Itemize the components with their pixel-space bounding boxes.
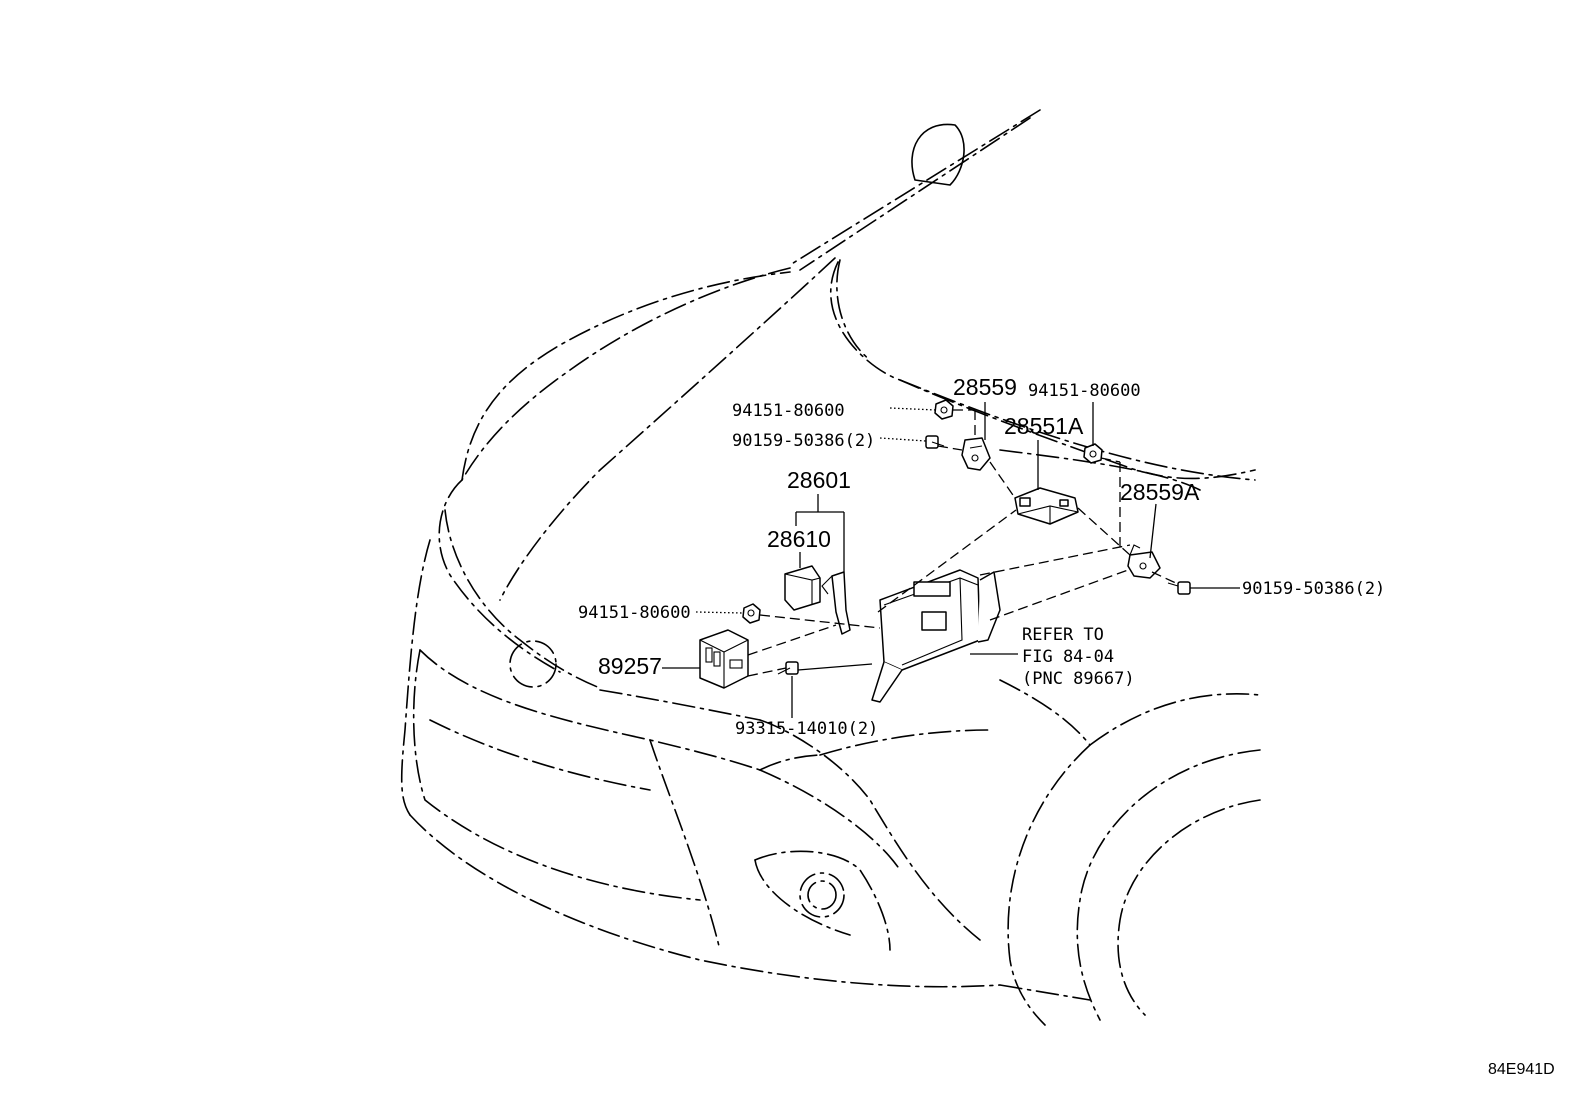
label-refer-line2: FIG 84-04 [1022,647,1114,667]
label-bolt-right: 90159-50386(2) [1242,579,1385,599]
nut-icon [742,603,761,624]
label-bolt-upper-left: 90159-50386(2) [732,431,875,451]
relay-box-part [1014,487,1079,525]
part-labels: 94151-80600 90159-50386(2) 28559 94151-8… [578,374,1385,739]
relay-bracket-part [821,571,851,635]
bolt-icon [1167,581,1191,595]
label-bolt-lower: 93315-14010(2) [735,719,878,739]
label-nut-upper-left: 94151-80600 [732,401,845,421]
label-bracket-upper: 28559 [953,374,1017,400]
label-refer-line3: (PNC 89667) [1022,669,1135,689]
nut-icon [1083,443,1103,464]
ecu-part [871,569,1001,703]
label-refer-line1: REFER TO [1022,625,1104,645]
figure-code: 84E941D [1488,1061,1555,1078]
label-bracket-lower: 28559A [1120,479,1200,505]
nut-icon [934,399,954,420]
label-sensor-module: 89257 [598,653,662,679]
leader-lines [662,402,1240,718]
bolt-icon [925,435,945,449]
label-nut-upper-right: 94151-80600 [1028,381,1141,401]
sensor-module-part [699,629,749,689]
bolt-icon [777,661,799,675]
label-relay-box: 28551A [1004,413,1084,439]
upper-bracket-part [961,437,991,471]
car-body-outline [400,109,1261,1026]
relay-part [784,565,821,611]
lower-bracket-part [1127,544,1161,579]
label-relay: 28610 [767,526,831,552]
label-nut-left: 94151-80600 [578,603,691,623]
label-relay-assy: 28601 [787,467,851,493]
